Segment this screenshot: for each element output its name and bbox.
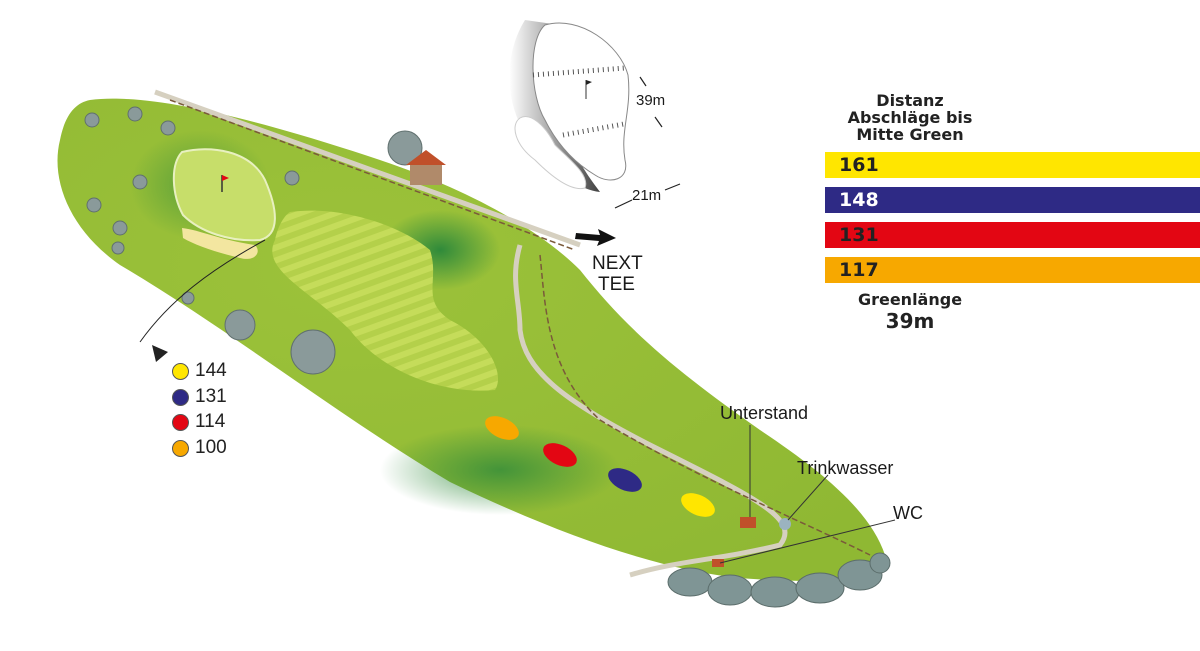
green-depth-label: 39m <box>636 92 666 109</box>
green-tier-line <box>532 65 626 78</box>
green-detail-flag-icon <box>586 80 592 85</box>
flag-icon <box>222 175 229 181</box>
distance-bar-orange: 117 <box>825 257 1200 283</box>
title-line: Distanz <box>876 91 944 110</box>
direction-line <box>139 239 266 343</box>
tree-line <box>667 552 891 608</box>
legend-value: 100 <box>195 437 227 458</box>
legend-item: 144 <box>172 360 227 382</box>
leader-line <box>787 474 829 521</box>
distance-panel-title: Distanz Abschläge bis Mitte Green <box>810 92 1010 143</box>
next-tee-line1: NEXT <box>592 253 643 274</box>
tee-box-red <box>543 443 577 467</box>
green-width-label: 21m <box>632 187 662 204</box>
water-label: Trinkwasser <box>797 458 894 478</box>
blue-tee-dot-icon <box>172 388 189 406</box>
yellow-tee-dot-icon <box>172 362 189 380</box>
legend-item: 131 <box>172 386 227 408</box>
green-tier-line <box>562 121 625 138</box>
legend-value: 131 <box>195 386 227 407</box>
wc-icon <box>712 559 724 567</box>
orange-tee-dot-icon <box>172 439 189 457</box>
putting-green <box>172 148 276 242</box>
bunker <box>182 228 258 259</box>
green-detail-outline <box>532 22 630 181</box>
tee-box-blue <box>608 468 642 492</box>
hut-icon <box>406 150 446 185</box>
distance-bar-red: 131 <box>825 222 1200 248</box>
legend-value: 144 <box>195 360 227 381</box>
shelter-label: Unterstand <box>720 403 809 423</box>
direction-arrow-icon <box>152 345 168 362</box>
wc-label: WC <box>893 503 923 523</box>
title-line: Abschläge bis <box>847 108 973 127</box>
red-tee-dot-icon <box>172 413 189 431</box>
rough-shading <box>380 425 620 515</box>
cart-path <box>154 89 788 578</box>
distance-bar-yellow: 161 <box>825 152 1200 178</box>
green-length-value: 39m <box>885 309 935 333</box>
distance-bar-blue: 148 <box>825 187 1200 213</box>
green-detail-bunker <box>514 116 587 190</box>
tee-box-yellow <box>681 493 715 517</box>
title-line: Mitte Green <box>856 125 964 144</box>
green-length: Greenlänge 39m <box>830 290 990 333</box>
water-icon <box>779 518 791 530</box>
legend-value: 114 <box>195 411 226 432</box>
green-length-label: Greenlänge <box>857 290 963 309</box>
tee-box-orange <box>485 416 519 440</box>
next-tee-line2: TEE <box>598 274 635 295</box>
legend-item: 114 <box>172 411 225 433</box>
trees <box>84 106 423 375</box>
shelter-icon <box>740 517 756 528</box>
leader-line <box>719 519 896 564</box>
legend-item: 100 <box>172 437 227 459</box>
next-tee-label[interactable]: NEXT TEE <box>592 253 643 295</box>
fairway-striped <box>272 210 498 391</box>
measure-arrows-icon <box>614 76 681 209</box>
next-tee-arrow-icon <box>575 229 616 246</box>
fence <box>169 99 871 556</box>
